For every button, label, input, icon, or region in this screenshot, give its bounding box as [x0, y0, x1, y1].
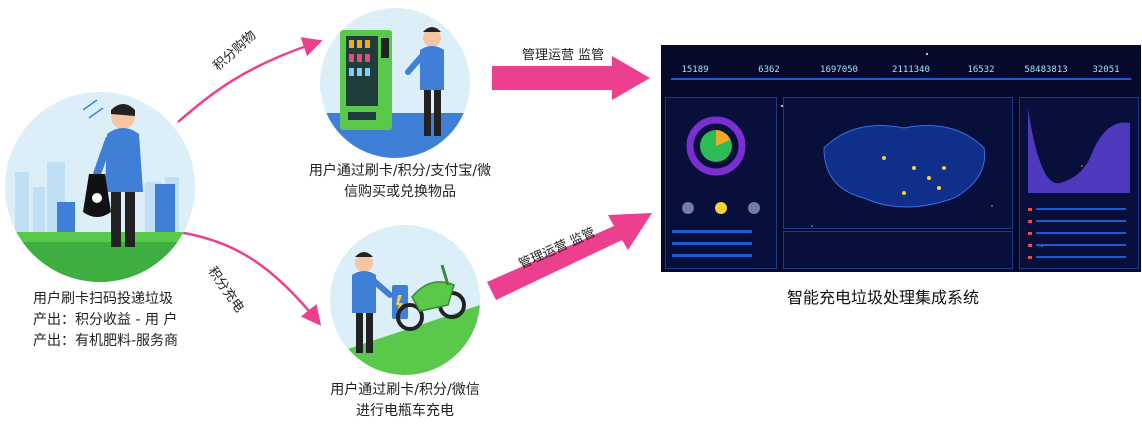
caption-line: 信购买或兑换物品	[344, 184, 456, 200]
stat-value: 6362	[758, 65, 780, 75]
thick-arrow-bottom	[487, 213, 652, 300]
system-dashboard-screenshot: 15189 6362 1697050 2111340 16532 5848381…	[661, 45, 1141, 272]
caption-line: 用户通过刷卡/积分/微信	[330, 382, 480, 398]
dashboard-map-panel	[783, 97, 1013, 229]
thick-arrow-top	[492, 56, 650, 100]
dashboard-bottom-panel	[783, 231, 1013, 269]
caption-line: 产出：有机肥料-服务商	[33, 333, 179, 349]
dashboard-right-panel	[1019, 97, 1139, 269]
bottom-node-caption: 用户通过刷卡/积分/微信 进行电瓶车充电	[300, 380, 510, 422]
caption-line: 用户通过刷卡/积分/支付宝/微	[308, 163, 492, 179]
bottom-scene-illustration	[330, 225, 480, 375]
caption-line: 用户刷卡扫码投递垃圾	[33, 291, 173, 307]
arrow-to-bottom	[177, 230, 322, 326]
arrow-to-top	[177, 37, 323, 123]
left-scene-illustration	[5, 92, 195, 282]
system-title: 智能充电垃圾处理集成系统	[787, 288, 980, 307]
stat-value: 32051	[1092, 65, 1120, 75]
stat-value: 15189	[681, 65, 709, 75]
stat-value: 58483813	[1024, 65, 1068, 75]
left-node-caption: 用户刷卡扫码投递垃圾 产出：积分收益 - 用 户 产出：有机肥料-服务商	[33, 289, 223, 352]
stat-value: 1697050	[820, 65, 858, 75]
edge-label-top-to-system: 管理运营 监管	[522, 48, 605, 63]
top-node-caption: 用户通过刷卡/积分/支付宝/微 信购买或兑换物品	[290, 161, 510, 203]
caption-line: 进行电瓶车充电	[356, 403, 454, 419]
stat-value: 16532	[967, 65, 995, 75]
top-scene-illustration	[320, 8, 470, 158]
stat-value: 2111340	[892, 65, 930, 75]
dashboard-left-panel	[665, 97, 777, 269]
caption-line: 产出：积分收益 - 用 户	[33, 312, 178, 328]
